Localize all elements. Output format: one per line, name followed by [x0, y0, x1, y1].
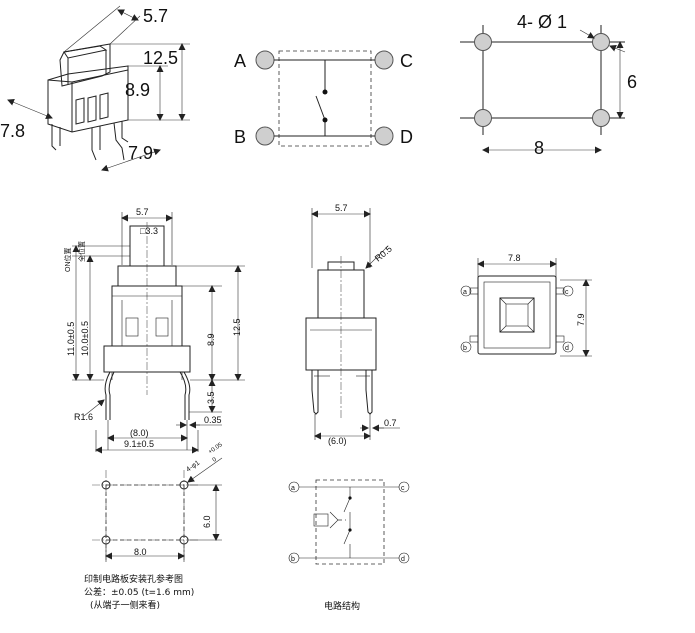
iso-dim-pins: 7.9: [128, 143, 153, 163]
front-dim-radius: R1.6: [74, 412, 93, 422]
side-dim-pin-width: 0.7: [384, 418, 397, 428]
terminal-b: [255, 126, 275, 146]
holes-dim-vertical: 6: [627, 72, 637, 92]
iso-dim-body: 8.9: [125, 80, 150, 100]
circuit-caption: 电路结构: [324, 600, 360, 612]
front-dim-thickness: 0.35: [204, 415, 222, 425]
terminal-d: [374, 126, 394, 146]
schematic-label-a: A: [234, 51, 246, 71]
side-view: 5.7 R0.5 (6.0) 0.7: [305, 203, 400, 446]
circuit-terminal-a: a: [291, 485, 295, 492]
iso-dim-height: 12.5: [143, 48, 178, 68]
holes-dim-count: 4- Ø 1: [517, 12, 567, 32]
pcb-caption-view: (从端子一侧来看): [90, 599, 160, 611]
front-dim-pitch: (8.0): [130, 428, 149, 438]
isometric-view: 5.7 12.5 8.9 7.8 7.9: [0, 5, 190, 172]
front-dim-square: □3.3: [140, 226, 158, 236]
front-view: 5.7 □3.3 8.9 12.5 3.5 ON位置: [63, 207, 245, 454]
side-dim-radius: R0.5: [373, 244, 394, 264]
hole-top-right: [592, 33, 610, 51]
hole-pattern: 4- Ø 1 6 8: [460, 12, 637, 158]
pcb-hole-pattern: 4-φ1 +0.05 0 6.0 8.0 印制电路板安装孔参考图 公差：±0.0…: [84, 442, 224, 611]
iso-dim-width: 5.7: [143, 6, 168, 26]
front-dim-span: 9.1±0.5: [124, 439, 154, 449]
pcb-hole-top-left: [101, 480, 111, 490]
terminal-a: [255, 50, 275, 70]
top-terminal-a: a: [463, 289, 467, 296]
front-dim-pin: 3.5: [206, 391, 216, 404]
side-dim-width: 5.7: [335, 203, 348, 213]
iso-dim-depth: 7.8: [0, 121, 25, 141]
schematic-label-b: B: [234, 127, 246, 147]
pcb-caption-title: 印制电路板安装孔参考图: [84, 573, 183, 585]
hole-bottom-left: [474, 109, 492, 127]
top-dim-height: 7.9: [576, 313, 586, 326]
pcb-caption-tolerance: 公差：±0.05 (t=1.6 mm): [84, 586, 194, 598]
top-terminal-d: d: [565, 345, 569, 352]
pcb-dim-vertical: 6.0: [202, 515, 212, 528]
hole-bottom-right: [592, 109, 610, 127]
top-terminal-c: c: [565, 289, 569, 296]
front-dim-total: 12.5: [232, 318, 242, 336]
front-dim-width: 5.7: [136, 207, 149, 217]
circuit-terminal-d: d: [401, 556, 405, 563]
top-view: 7.8 a b c d 7.9: [460, 253, 592, 357]
circuit-structure: a b c d 电路结构: [288, 479, 410, 612]
top-dim-width: 7.8: [508, 253, 521, 263]
terminal-c: [374, 50, 394, 70]
front-dim-on-height: 11.0±0.5: [66, 322, 76, 356]
holes-dim-horizontal: 8: [534, 138, 544, 158]
circuit-terminal-c: c: [401, 485, 405, 492]
schematic-label-c: C: [400, 51, 413, 71]
top-terminal-b: b: [463, 345, 467, 352]
front-dim-body: 8.9: [206, 333, 216, 346]
front-dim-off-height: 10.0±0.5: [80, 321, 90, 356]
pcb-dim-tol-minus: 0: [212, 456, 219, 463]
front-label-off-pos: 全位置: [77, 241, 86, 262]
hole-top-left: [474, 33, 492, 51]
front-label-on-pos: ON位置: [63, 248, 72, 273]
circuit-terminal-b: b: [291, 556, 295, 563]
side-dim-pitch: (6.0): [328, 436, 347, 446]
pcb-dim-tol-plus: +0.05: [208, 442, 224, 456]
schematic-label-d: D: [400, 127, 413, 147]
pcb-dim-holes: 4-φ1: [185, 459, 201, 473]
pcb-dim-horizontal: 8.0: [134, 547, 147, 557]
switch-schematic: A B C D: [234, 50, 413, 147]
